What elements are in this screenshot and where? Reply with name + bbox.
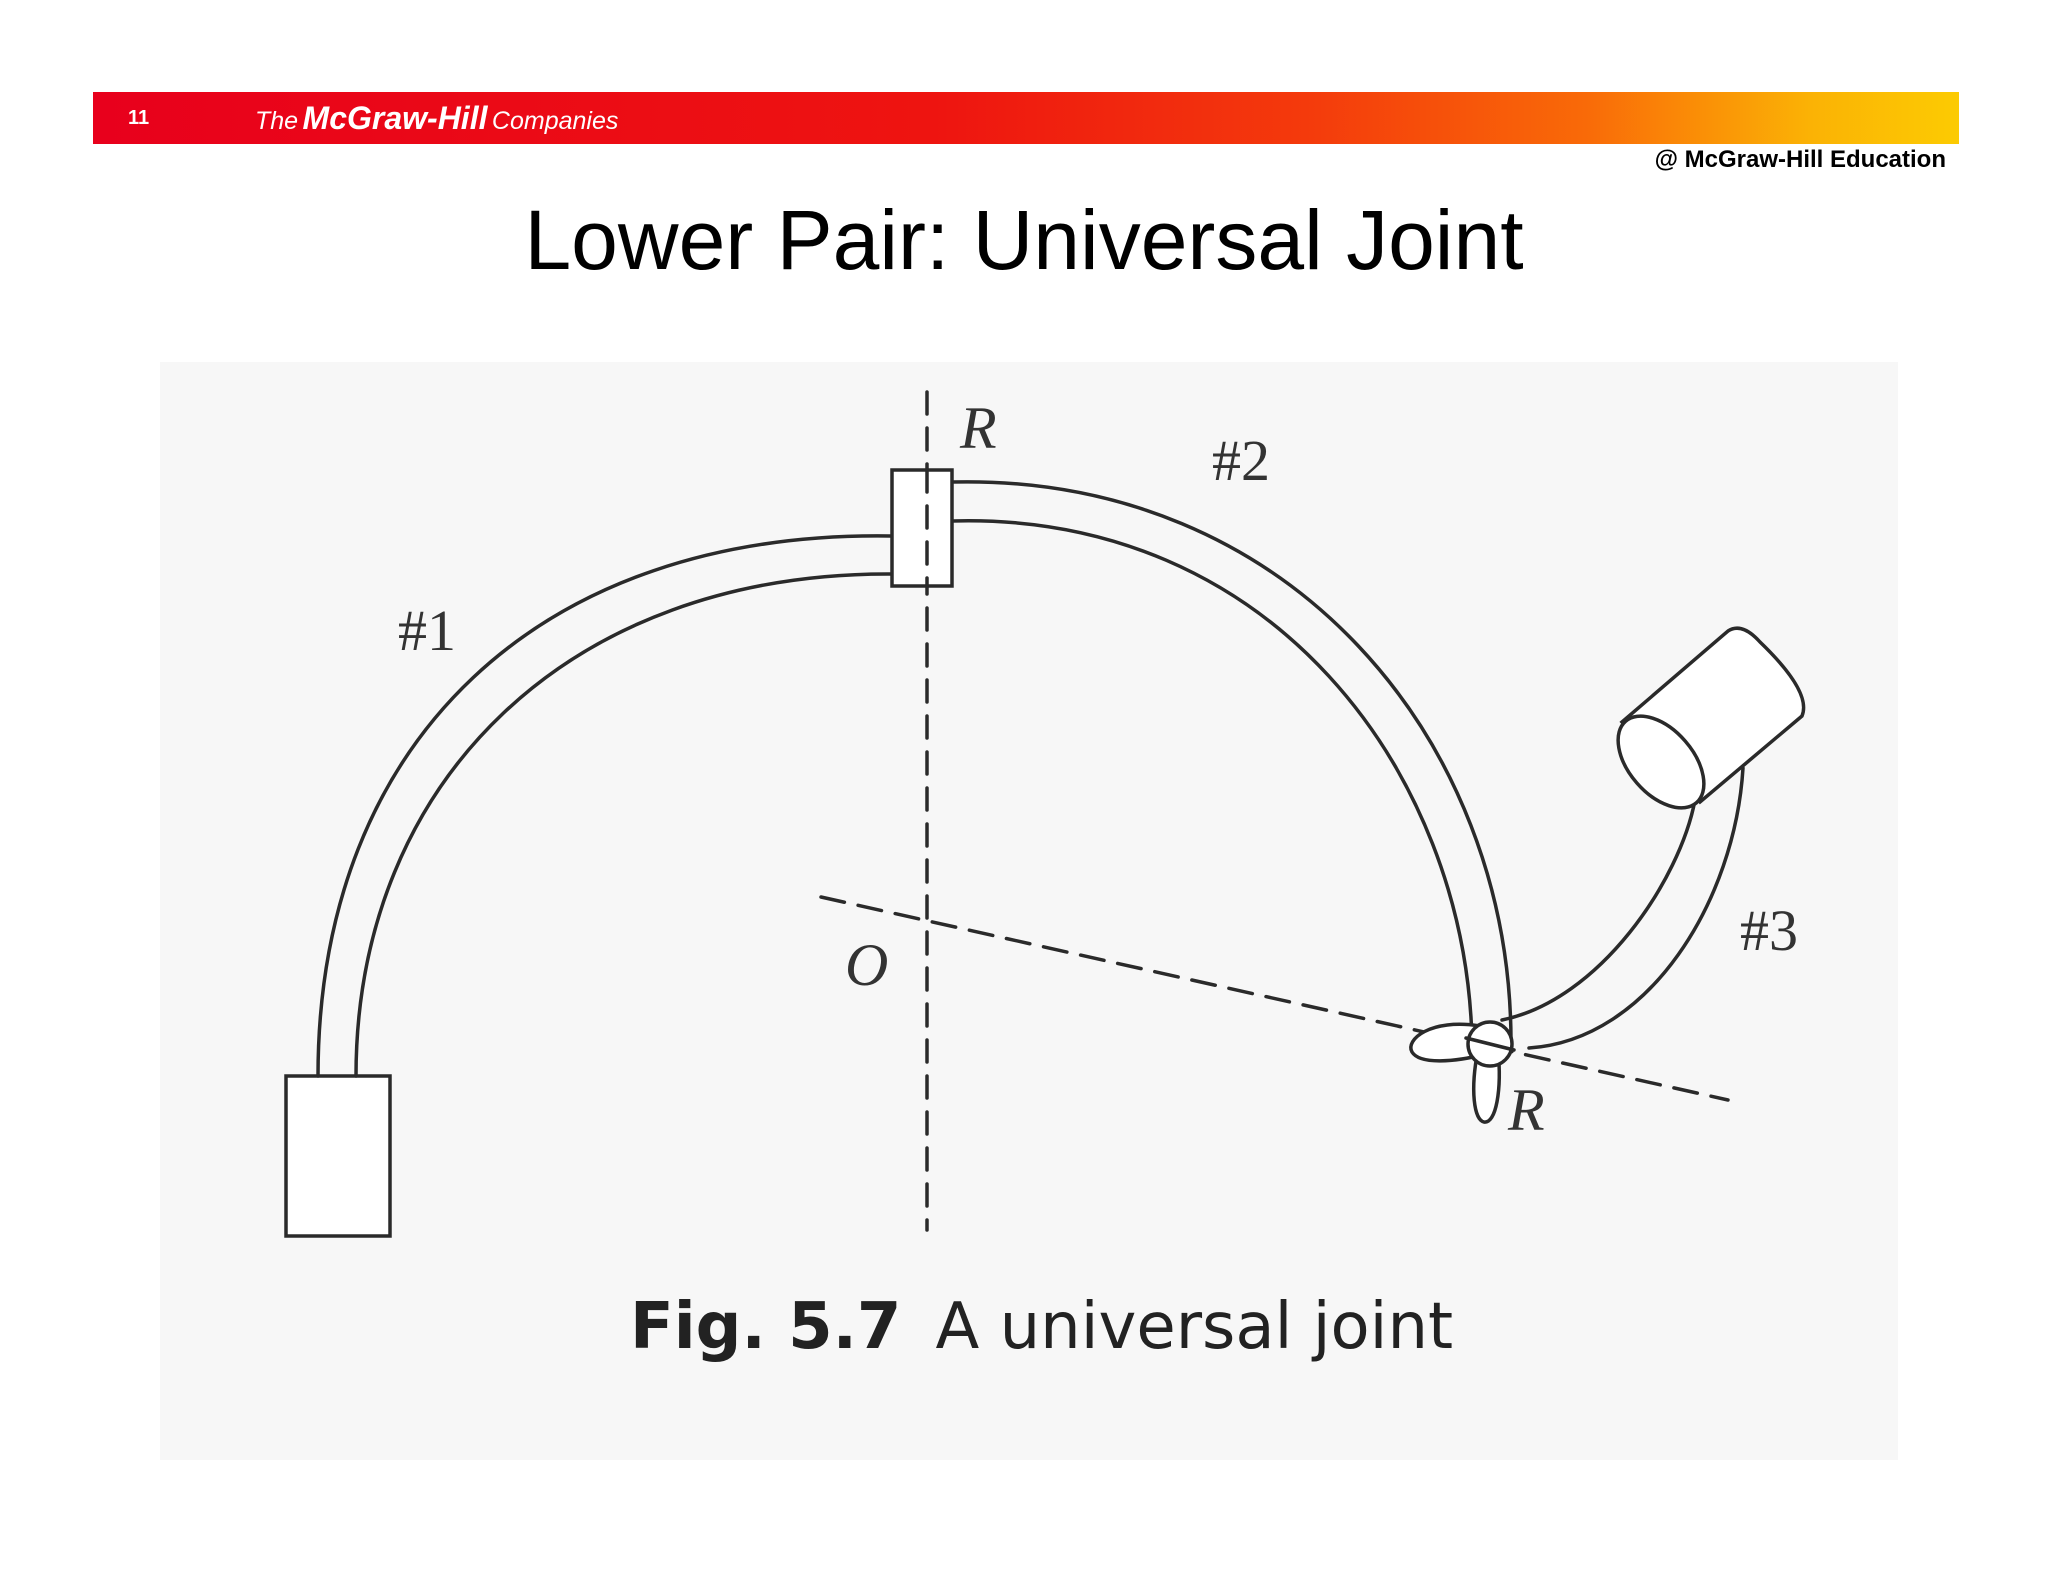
link3-cylinder-face: [1616, 714, 1706, 810]
link1-inner-curve: [354, 572, 894, 1078]
label-link1: #1: [398, 598, 456, 663]
link2-outer-curve: [950, 480, 1513, 1042]
figure-panel: [160, 362, 1898, 1460]
label-origin-o: O: [845, 932, 888, 998]
inclined-axis-dashed: [819, 895, 1730, 1102]
label-joint-top-r: R: [959, 395, 997, 461]
figure-caption: Fig. 5.7 A universal joint: [630, 1290, 1453, 1364]
header-banner: [93, 92, 1959, 144]
brand-name: McGraw-Hill: [302, 100, 488, 136]
cross-pin-vertical: [1472, 1048, 1501, 1124]
link3-outer-curve: [1527, 766, 1745, 1050]
top-revolute-collar: [890, 468, 954, 588]
figure-caption-text: A universal joint: [935, 1290, 1454, 1364]
brand-companies: Companies: [491, 107, 619, 135]
link1-base-block: [284, 1074, 392, 1238]
link3-inner-curve: [1500, 798, 1697, 1022]
figure-number: Fig. 5.7: [630, 1290, 902, 1364]
slide-number: 11: [128, 107, 150, 129]
slide-title: Lower Pair: Universal Joint: [524, 193, 1524, 287]
label-link2: #2: [1212, 428, 1270, 493]
label-link3: #3: [1740, 898, 1798, 963]
cross-axis-segment: [1464, 1036, 1516, 1052]
label-joint-bottom-r: R: [1507, 1077, 1545, 1143]
link1-outer-curve: [316, 534, 894, 1078]
brand-the: The: [255, 107, 299, 135]
copyright-notice: @ McGraw-Hill Education: [1654, 146, 1946, 173]
brand-logo: The McGraw-Hill Companies: [255, 100, 618, 137]
cross-pin-horizontal: [1409, 1022, 1488, 1063]
link2-inner-curve: [950, 519, 1474, 1042]
